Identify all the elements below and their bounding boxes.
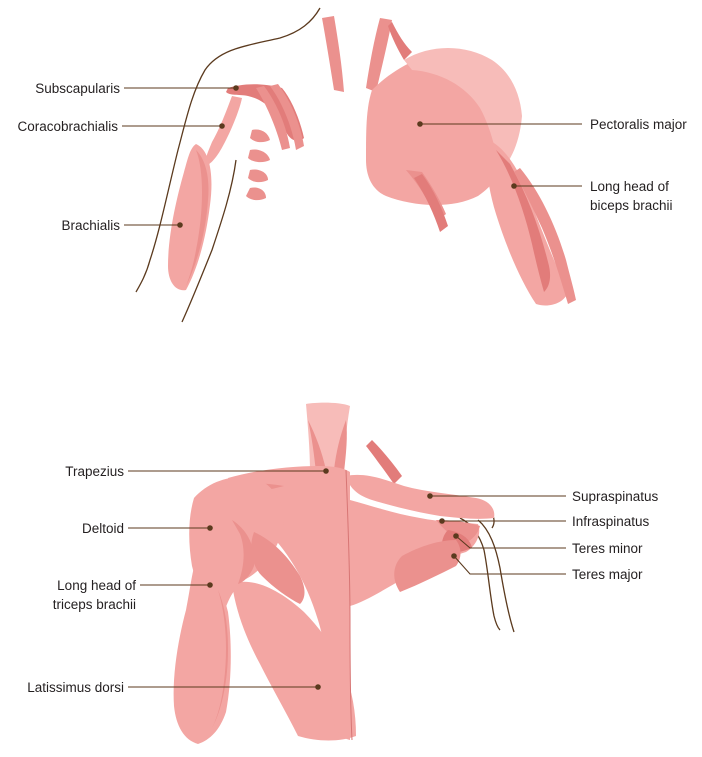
anterior-body-outline (135, 7, 321, 293)
long-head-biceps-label-line1: Long head of (590, 179, 669, 194)
posterior-view (173, 402, 515, 744)
teres-minor-leader (455, 535, 566, 549)
long-head-triceps-label-line1: Long head of (57, 578, 136, 593)
levator-scapulae-muscle (366, 440, 402, 484)
supraspinatus-label: Supraspinatus (572, 489, 659, 504)
teres-major-dot (451, 553, 457, 559)
biceps-long-head (496, 150, 551, 292)
long-head-triceps-label-line2: triceps brachii (53, 597, 136, 612)
subscapularis-muscle-strand-2 (270, 84, 304, 150)
teres-major-label: Teres major (572, 567, 643, 582)
subscapularis-muscle-strand-1 (256, 86, 290, 150)
teres-minor-dot (453, 533, 459, 539)
infraspinatus-shade (436, 520, 480, 544)
anterior-labels: Subscapularis Coracobrachialis Brachiali… (17, 81, 687, 233)
long-head-biceps-dot (511, 183, 517, 189)
serratus-strip-4 (246, 187, 266, 201)
pectoralis-major-dot (417, 121, 423, 127)
triceps-long-head-muscle (173, 560, 231, 744)
long-head-biceps-label-line2: biceps brachii (590, 198, 673, 213)
pectoralis-major-label: Pectoralis major (590, 117, 687, 132)
coracobrachialis-muscle (205, 96, 242, 166)
coracobrachialis-label: Coracobrachialis (17, 119, 118, 134)
teres-minor-label: Teres minor (572, 541, 643, 556)
posterior-neck-muscle-right (334, 420, 347, 472)
trapezius-dot (323, 468, 329, 474)
teres-major-leader (453, 555, 566, 575)
latissimus-dorsi-dot (315, 684, 321, 690)
brachialis-label: Brachialis (61, 218, 120, 233)
supraspinatus-muscle (346, 474, 495, 519)
infraspinatus-dot (439, 518, 445, 524)
long-head-triceps-dot (207, 582, 213, 588)
spine-ridge (345, 469, 353, 741)
serratus-strip-2 (248, 149, 270, 163)
teres-major-muscle (394, 540, 461, 592)
deltoid-label: Deltoid (82, 521, 124, 536)
anterior-neck-muscle-right-2 (388, 22, 412, 60)
trapezius-label: Trapezius (65, 464, 124, 479)
brachialis-muscle (168, 144, 212, 291)
rhomboid-region (251, 532, 305, 604)
subscapularis-dot (233, 85, 239, 91)
pectoralis-minor-strip (414, 174, 448, 232)
anterior-view (135, 7, 576, 323)
subscapularis-label: Subscapularis (35, 81, 120, 96)
serratus-strip-1 (250, 129, 270, 143)
anterior-arm-outline-inner (181, 159, 237, 323)
anterior-deltoid-muscle (404, 48, 522, 172)
trapezius-muscle (228, 466, 350, 740)
coracobrachialis-dot (219, 123, 225, 129)
posterior-neck-muscle-left (308, 420, 326, 472)
anterior-neck-muscle-right (366, 18, 392, 92)
supraspinatus-dot (427, 493, 433, 499)
anterior-neck-muscle-left (322, 16, 344, 92)
latissimus-dorsi-label: Latissimus dorsi (27, 680, 124, 695)
triceps-edge-anterior (514, 168, 576, 304)
posterior-scapula-outline-2 (477, 519, 515, 633)
brachialis-dot (177, 222, 183, 228)
infraspinatus-label: Infraspinatus (572, 514, 650, 529)
latissimus-dorsi-muscle (232, 581, 356, 741)
deltoid-dot (207, 525, 213, 531)
serratus-strip-3 (248, 169, 268, 183)
brachialis-shade (186, 150, 209, 286)
posterior-labels: Trapezius Deltoid Long head of triceps b… (27, 464, 658, 695)
deltoid-shade (232, 520, 255, 584)
